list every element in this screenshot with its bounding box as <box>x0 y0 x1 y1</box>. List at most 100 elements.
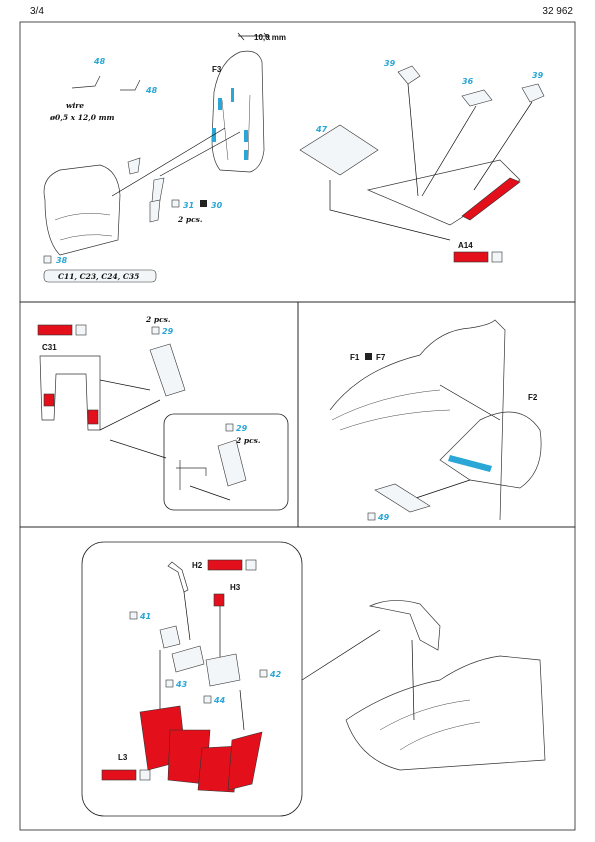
check-box <box>171 199 180 208</box>
fuselage-outline <box>345 655 546 771</box>
check-box <box>203 695 212 704</box>
label-h2: H2 <box>192 561 203 570</box>
label-f1: F1 <box>350 353 360 362</box>
check-box <box>259 669 268 678</box>
bottom-section: H2 H3 41 43 44 42 L3 <box>81 541 546 817</box>
red-pad <box>227 731 263 791</box>
leader-line <box>407 83 533 197</box>
leader-line <box>109 439 231 501</box>
paint-swatch-red <box>207 559 243 571</box>
check-box <box>367 512 376 521</box>
dimension-text: 10,0 mm <box>254 33 286 42</box>
part-42: 42 <box>269 670 282 679</box>
leader-line <box>409 479 471 501</box>
seat-pan <box>43 164 121 256</box>
belt-mark <box>218 98 222 110</box>
inset-pe-part <box>217 439 247 487</box>
part-31: 31 <box>183 201 194 210</box>
part-44: 44 <box>213 696 226 705</box>
label-h3: H3 <box>230 583 241 592</box>
part-39a: 39 <box>384 59 396 68</box>
red-detail <box>87 409 99 425</box>
pe-part-39a <box>397 65 421 85</box>
label-f3: F3 <box>212 65 222 74</box>
part-h3 <box>213 593 225 607</box>
paint-swatch-red <box>37 324 73 336</box>
leader-line <box>301 629 381 681</box>
part-30: 30 <box>211 201 223 210</box>
pe-part-29 <box>149 343 186 397</box>
belt-part <box>127 157 141 175</box>
paint-box <box>200 200 207 207</box>
belt-mark <box>231 88 234 102</box>
check-box <box>225 423 234 432</box>
seat-pan-detail <box>54 213 113 241</box>
section-mid-left-frame <box>19 301 299 528</box>
parts-list-box <box>43 269 157 283</box>
fuselage-outline <box>329 319 506 521</box>
leader-line <box>159 650 245 731</box>
check-box <box>151 326 160 335</box>
part-47: 47 <box>315 125 328 134</box>
mid-left-section: C31 2 pcs. 29 29 2 pcs. <box>37 315 289 511</box>
mid-right-section: F1 F7 F2 49 <box>329 319 542 522</box>
pe-part-44 <box>205 653 241 687</box>
headrest-part <box>368 600 441 651</box>
qty-label: 2 pcs. <box>145 315 171 324</box>
dimension-line <box>237 32 271 41</box>
paint-swatch-red <box>453 251 489 263</box>
part-49: 49 <box>377 513 390 522</box>
seat-back-f3 <box>211 50 265 173</box>
pe-part-41 <box>159 625 181 649</box>
red-detail <box>43 393 55 407</box>
fuselage-detail <box>331 389 451 431</box>
inset-frame <box>176 460 207 490</box>
leader-line <box>439 384 501 421</box>
check-box <box>129 611 138 620</box>
pe-part-47 <box>299 124 379 176</box>
leader-line <box>411 639 415 721</box>
paint-swatch-icon <box>75 324 87 336</box>
part-43: 43 <box>175 680 188 689</box>
check-box <box>43 255 52 264</box>
leader-line <box>111 127 241 197</box>
belt-part <box>151 177 165 203</box>
wire-part <box>71 75 141 91</box>
belt-mark <box>244 150 248 160</box>
kit-code: 32 962 <box>542 6 573 17</box>
label-a14: A14 <box>458 241 473 250</box>
wire-size: ø0,5 x 12,0 mm <box>49 113 115 122</box>
parts-list: C11, C23, C24, C35 <box>58 272 139 281</box>
pe-part-49 <box>374 483 431 513</box>
part-39b: 39 <box>532 71 544 80</box>
pe-part-39b <box>521 83 545 103</box>
floor-red-strip <box>461 177 521 221</box>
inset-part-29: 29 <box>236 424 248 433</box>
part-48-top: 48 <box>93 57 106 66</box>
pe-part-43 <box>171 645 205 673</box>
label-l3: L3 <box>118 753 128 762</box>
canopy-f2 <box>439 411 542 489</box>
wire-label: wire <box>66 101 84 110</box>
canopy-stripe <box>448 455 492 472</box>
leader-line <box>183 591 221 660</box>
inset-box <box>81 541 303 817</box>
section-mid-right-frame <box>297 301 576 528</box>
part-29: 29 <box>162 327 174 336</box>
part-36: 36 <box>462 77 474 86</box>
label-f2: F2 <box>528 393 538 402</box>
check-box <box>165 679 174 688</box>
cockpit-floor <box>366 159 521 226</box>
paint-swatch-half <box>245 559 257 571</box>
page-number: 3/4 <box>30 6 44 17</box>
fuselage-detail <box>379 699 481 751</box>
part-41: 41 <box>139 612 151 621</box>
leader-line <box>329 180 451 241</box>
top-section: 10,0 mm F3 48 48 wire ø0,5 x 12,0 mm 31 … <box>43 32 545 283</box>
paint-swatch-red <box>101 769 137 781</box>
label-c31: C31 <box>42 343 57 352</box>
belt-mark <box>244 130 248 142</box>
frame-c31 <box>39 355 101 431</box>
label-f7: F7 <box>376 353 386 362</box>
